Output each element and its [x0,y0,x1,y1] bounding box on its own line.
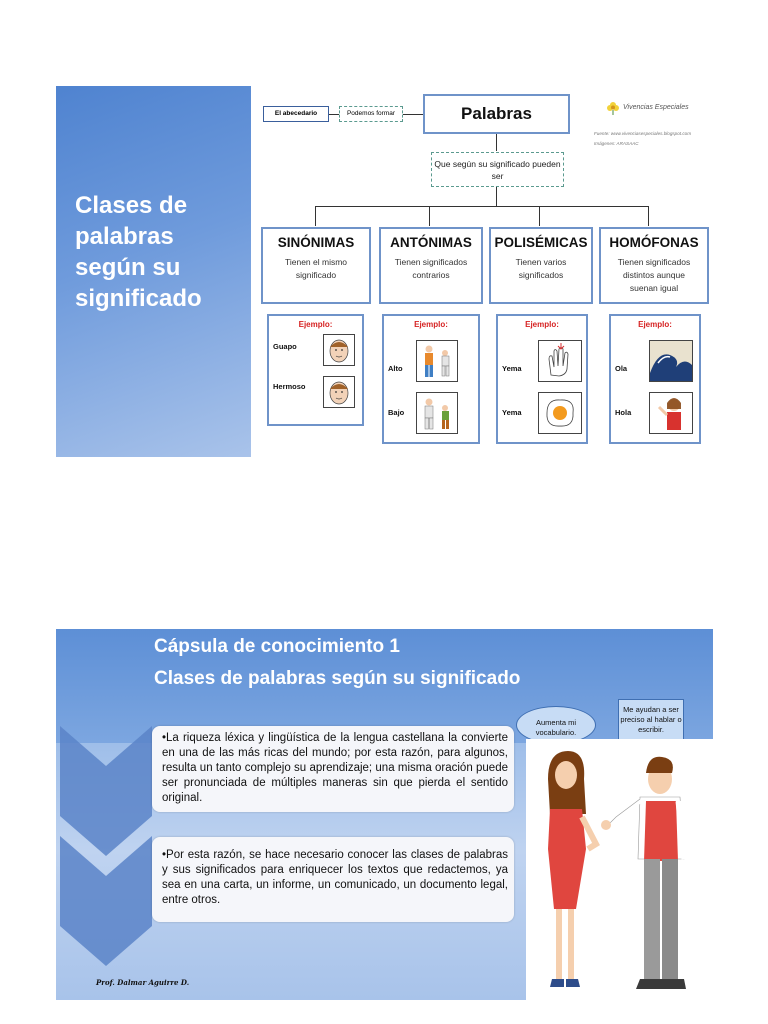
connector [329,114,339,115]
face-icon [323,376,355,408]
bullet-1: •La riqueza léxica y lingüística de la l… [152,726,514,812]
connector [539,206,540,226]
source-note: Fuente: www.vivenciasespeciales.blogspot… [594,131,692,146]
class-box-polisemicas: POLISÉMICAS Tienen varios significados [489,227,593,304]
class-box-antonimas: ANTÓNIMAS Tienen significados contrarios [379,227,483,304]
chevron-down-icon [60,726,152,856]
class-box-homofonas: HOMÓFONAS Tienen significados distintos … [599,227,709,304]
form-box: Podemos formar [339,106,403,122]
speech-bubble-woman: Aumenta mi vocabulario. [516,706,596,744]
face-icon [323,334,355,366]
flower-icon [607,102,619,115]
connector [315,206,648,207]
logo: Vivencias Especiales [606,101,711,117]
egg-icon [538,392,582,434]
slide-2-title-1: Cápsula de conocimiento 1 [154,636,400,657]
example-box-sinonimas: Ejemplo: Guapo Hermoso [267,314,364,426]
bullet-2: •Por esta razón, se hace necesario conoc… [152,837,514,922]
class-box-sinonimas: SINÓNIMAS Tienen el mismo significado [261,227,371,304]
wave-icon [649,340,693,382]
chevron-down-icon [60,836,152,966]
example-box-antonimas: Ejemplo: Alto Bajo [382,314,480,444]
slide-2-title-2: Clases de palabras según su significado [154,668,521,689]
signature: Prof. Dalmar Aguirre D. [96,978,190,987]
slide-1-title-panel: Clases de palabras según su significado [56,86,251,457]
slide-2-header [56,629,713,743]
root-box: Palabras [423,94,570,134]
fingertip-icon [538,340,582,382]
greeting-icon [649,392,693,434]
connector [648,206,649,226]
slide-1-title: Clases de palabras según su significado [75,192,202,312]
slide-2: Cápsula de conocimiento 1 Clases de pala… [56,629,713,1000]
connector [429,206,430,226]
example-box-polisemicas: Ejemplo: Yema Yema [496,314,588,444]
connector [496,134,497,151]
example-box-homofonas: Ejemplo: Ola Hola [609,314,701,444]
people-short-icon [416,392,458,434]
subtitle-box: Que según su significado pueden ser [431,152,564,187]
alphabet-box: El abecedario [263,106,329,122]
people-tall-icon [416,340,458,382]
connector [496,187,497,206]
slide-1: Clases de palabras según su significado … [56,86,713,457]
illustration-woman-and-man [526,739,713,1000]
connector [315,206,316,226]
connector [403,114,423,115]
